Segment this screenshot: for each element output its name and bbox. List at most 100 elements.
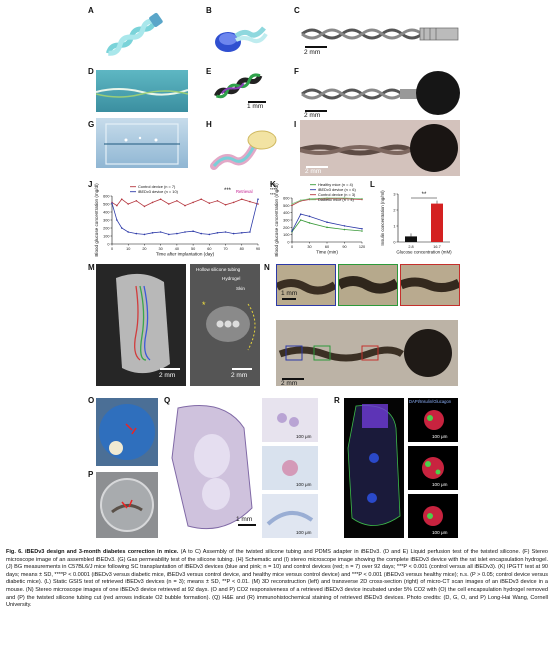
panel-label-p: P xyxy=(88,470,94,479)
y-tick-label: 300 xyxy=(103,219,109,223)
scale-label-e: 1 mm xyxy=(247,103,264,110)
bar xyxy=(405,236,417,242)
panel-b-image xyxy=(210,12,270,62)
panel-g-photo xyxy=(96,118,188,168)
data-point xyxy=(361,228,363,230)
y-tick-label: 500 xyxy=(103,203,109,207)
data-point xyxy=(343,225,346,227)
data-point xyxy=(176,200,178,202)
data-point xyxy=(159,231,162,233)
y-tick-label: 3 xyxy=(393,193,395,197)
y-tick-label: 100 xyxy=(283,233,289,237)
data-point xyxy=(143,205,146,208)
scale-label-n-bottom: 2 mm xyxy=(281,380,298,387)
y-tick-label: 400 xyxy=(103,211,109,215)
y-axis-label: Blood glucose concentration (mg/dl) xyxy=(94,183,99,257)
data-point xyxy=(224,231,227,233)
x-tick-label: 30 xyxy=(159,247,163,251)
panel-label-r: R xyxy=(334,396,340,405)
legend-label: Control device (n = 7) xyxy=(138,184,176,189)
retrieved-device-zoom-2 xyxy=(339,276,397,294)
x-tick-label: 16.7 xyxy=(433,245,440,249)
panel-a-image xyxy=(98,10,168,62)
caption-body: (A to C) Assembly of the twisted silicon… xyxy=(6,549,548,609)
data-point xyxy=(257,198,259,200)
panel-d-photo xyxy=(96,70,188,112)
data-point xyxy=(343,197,346,199)
scale-bar-m-left xyxy=(160,368,180,370)
x-axis-label: Time after implantation (day) xyxy=(156,252,215,257)
series-line xyxy=(111,199,259,235)
panel-label-m: M xyxy=(88,263,95,272)
scale-label-r-inset-2: 100 μm xyxy=(432,482,448,487)
data-point xyxy=(308,222,311,224)
panel-r-inset-1 xyxy=(408,398,458,442)
x-tick-label: 40 xyxy=(175,247,179,251)
assembled-device-photo xyxy=(301,71,460,115)
series-line xyxy=(291,213,363,232)
data-point xyxy=(192,230,194,232)
scale-label-r-inset-3: 100 μm xyxy=(432,530,448,535)
panel-r-if-stain xyxy=(344,398,404,538)
legend-label: iBEDv3 device (n = 6) xyxy=(318,187,356,192)
data-point xyxy=(240,198,243,200)
data-point xyxy=(151,201,154,204)
panel-p-photo xyxy=(96,472,158,538)
if-inset-3 xyxy=(423,506,443,526)
data-point xyxy=(184,204,186,207)
y-tick-label: 200 xyxy=(103,227,109,231)
data-point xyxy=(192,201,194,204)
significance-j: *** xyxy=(224,188,232,194)
data-point xyxy=(176,232,178,235)
panel-label-i: I xyxy=(294,120,297,129)
x-tick-label: 60 xyxy=(325,245,329,249)
significance-k-2: **** xyxy=(270,187,277,192)
data-point xyxy=(167,233,170,236)
data-point xyxy=(216,200,219,202)
he-inset-3 xyxy=(266,511,314,526)
scale-label-q-inset-1: 100 μm xyxy=(296,434,312,439)
panel-i-photo xyxy=(300,120,460,176)
label-skin: Skin xyxy=(236,286,245,291)
device-schematic xyxy=(210,130,277,170)
data-point xyxy=(291,204,293,207)
scale-bar-n-top xyxy=(282,298,296,300)
scale-bar-n-bottom xyxy=(282,378,304,380)
legend-label: Healthy mice (n = 4) xyxy=(318,182,354,187)
data-point xyxy=(127,231,130,233)
y-tick-label: 0 xyxy=(107,243,109,247)
legend-label: Diabetic mice (n = 4) xyxy=(318,197,354,202)
data-point xyxy=(291,230,293,232)
data-point xyxy=(326,221,328,223)
panel-label-j: J xyxy=(88,180,93,189)
panel-n-zoom-red xyxy=(400,264,460,306)
panel-r-inset-2 xyxy=(408,446,458,490)
x-tick-label: 0 xyxy=(111,247,113,251)
x-tick-label: 50 xyxy=(191,247,195,251)
panel-label-a: A xyxy=(88,6,94,15)
data-point xyxy=(143,233,146,236)
panel-m-left-ct xyxy=(96,264,186,386)
significance-l: ** xyxy=(422,192,427,198)
panel-q-inset-2 xyxy=(262,446,318,490)
micro-ct-cross-section: * xyxy=(190,264,260,386)
data-point xyxy=(361,197,363,200)
data-point xyxy=(257,203,259,205)
panel-o-photo xyxy=(96,398,158,466)
panel-label-h: H xyxy=(206,120,212,129)
data-point xyxy=(151,232,154,234)
panel-label-n: N xyxy=(264,263,270,272)
he-stain-section xyxy=(171,405,253,530)
label-hydrogel: Hydrogel xyxy=(222,276,241,281)
panel-label-k: K xyxy=(270,180,276,189)
scale-label-q-inset-3: 100 μm xyxy=(296,530,312,535)
panel-e-photo xyxy=(210,70,270,100)
gas-permeability-illustration xyxy=(104,123,180,165)
significance-k-3: *** xyxy=(270,192,276,197)
data-point xyxy=(326,197,328,199)
panel-label-b: B xyxy=(206,6,212,15)
data-point xyxy=(200,232,203,235)
y-tick-label: 100 xyxy=(103,235,109,239)
co2-responsiveness-photo-o xyxy=(99,404,155,460)
